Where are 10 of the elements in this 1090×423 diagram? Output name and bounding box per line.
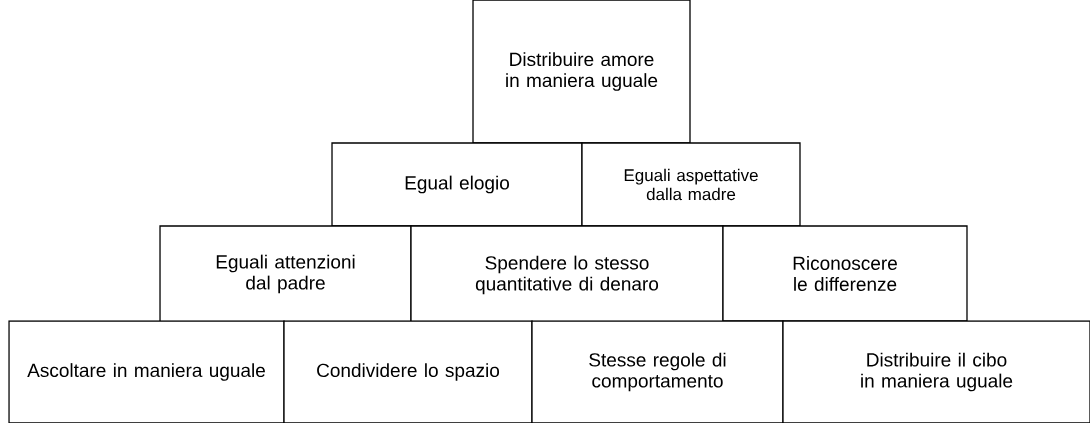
- text-box: Stesse regole di comportamento: [531, 320, 784, 423]
- text-box: Distribuire amore in maniera uguale: [472, 0, 691, 144]
- text-box: Egual elogio: [331, 142, 583, 227]
- text-box: Condividere lo spazio: [283, 320, 533, 423]
- text-box: Eguali aspettative dalla madre: [581, 142, 801, 227]
- text-box: Distribuire il cibo in maniera uguale: [782, 320, 1090, 423]
- text-box: Eguali attenzioni dal padre: [159, 225, 412, 323]
- text-box: Riconoscere le differenze: [722, 225, 968, 322]
- text-box: Ascoltare in maniera uguale: [8, 320, 285, 423]
- text-box: Spendere lo stesso quantitative di denaro: [410, 225, 724, 325]
